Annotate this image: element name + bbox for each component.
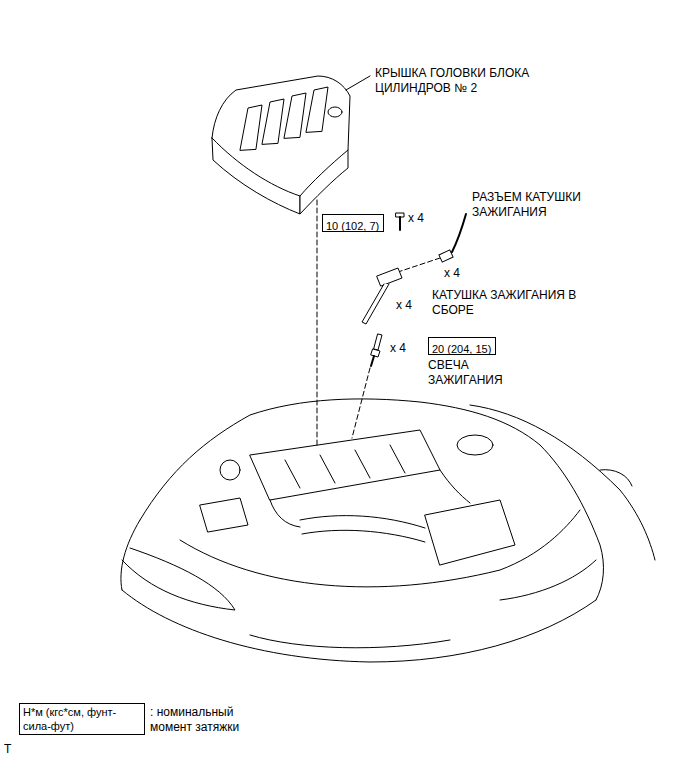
assembly-line [352,368,370,438]
figure-code-slot: T [4,742,24,757]
part-name: КРЫШКА ГОЛОВКИ БЛОКА ЦИЛИНДРОВ № 2 [375,66,570,96]
body-line [140,399,540,520]
legend-torque-box: Н*м (кгс*см, фунт-сила-фут) [19,703,145,735]
plug-hex [371,349,380,357]
intake-duct [302,530,425,542]
figure-code: T [4,742,24,757]
part-name-slot: КАТУШКА ЗАЖИГАНИЯ В СБОРЕ [432,288,597,318]
connector-wire [452,214,466,252]
headlight [122,548,235,610]
assembly-line [317,200,440,445]
body-line [121,520,140,590]
quantity-slot: x 4 [444,266,484,281]
ignition-coil [362,268,402,324]
quantity: x 4 [444,266,484,281]
cover-rib [240,105,262,150]
torque-box: 10 (102, 7) [322,214,384,232]
legend-note-slot: : номинальный момент затяжки [150,705,260,735]
spark-plug [371,334,382,366]
bolt-shank [399,217,401,230]
radiator-support [180,510,580,587]
air-filter-box [425,500,515,565]
vehicle-front [121,399,655,662]
coil-head [377,268,402,286]
quantity: x 4 [390,341,424,356]
torque-box: 20 (204, 15) [428,337,496,355]
oil-cap [328,107,342,117]
cover-rib [262,99,284,144]
engine-head [250,430,440,500]
plug-thread [371,356,374,366]
body-line [540,445,603,600]
headlight [500,560,596,600]
leader-line [346,76,370,90]
assembly-line [398,258,440,272]
quantity: x 4 [408,211,448,226]
torque-value: Н*м (кгс*см, фунт-сила-фут) [23,705,141,733]
hose [270,470,470,527]
connector-body [439,250,453,262]
cover-rib [284,93,306,138]
assembly-line [317,200,318,445]
quantity-slot: x 4 [390,341,424,356]
quantity-slot: x 4 [408,211,448,226]
body-line [470,405,655,560]
ignition-coil-connector [439,214,466,262]
part-name: РАЗЪЕМ КАТУШКИ ЗАЖИГАНИЯ [472,190,622,220]
battery [200,498,248,532]
quantity: x 4 [396,298,436,313]
legend-note: : номинальный момент затяжки [150,705,260,735]
grille [250,635,450,648]
cover-top [212,76,350,196]
bolt [396,213,404,230]
coil-tube [362,284,389,324]
strut-tower [457,435,493,455]
part-name-slot: КРЫШКА ГОЛОВКИ БЛОКА ЦИЛИНДРОВ № 2 [375,66,570,96]
body-line [600,470,632,486]
plug-insulator [374,334,382,350]
part-name-slot: СВЕЧА ЗАЖИГАНИЯ [428,358,518,388]
intake-duct [300,516,425,528]
cover-rib [306,87,328,132]
part-name-slot: РАЗЪЕМ КАТУШКИ ЗАЖИГАНИЯ [472,190,622,220]
bumper [122,590,596,662]
part-name: КАТУШКА ЗАЖИГАНИЯ В СБОРЕ [432,288,597,318]
quantity-slot: x 4 [396,298,436,313]
engine-rib [285,445,405,488]
part-name: СВЕЧА ЗАЖИГАНИЯ [428,358,518,388]
torque-value: 10 (102, 7) [326,219,379,233]
reservoir [220,460,240,480]
cylinder-head-cover [212,76,370,214]
torque-value: 20 (204, 15) [432,342,491,356]
